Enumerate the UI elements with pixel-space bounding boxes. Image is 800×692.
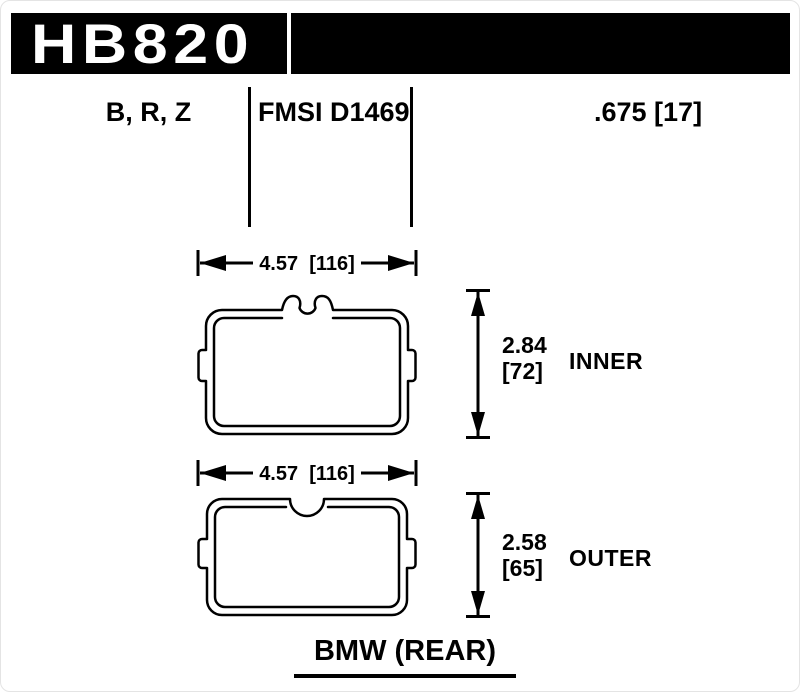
part-number: HB820	[31, 11, 255, 75]
inner-pad-height-mm: [72]	[502, 358, 543, 384]
outer-pad-height-inches: 2.58	[502, 529, 547, 555]
inner-pad-backing-outline	[197, 294, 417, 436]
outer-pad-height-mm: [65]	[502, 555, 543, 581]
inner-pad-height-dimension	[466, 289, 490, 439]
vehicle-application: BMW (REAR)	[294, 635, 516, 678]
arrow-down-icon	[471, 591, 485, 615]
compound-codes: B, R, Z	[105, 97, 192, 127]
inner-pad-height-inches: 2.84	[502, 332, 547, 358]
arrow-up-icon	[471, 495, 485, 519]
arrow-right-icon	[388, 255, 414, 271]
outer-pad-friction-outline	[213, 505, 401, 609]
inner-pad-height-value: 2.84 [72]	[502, 332, 547, 384]
outer-pad-label: OUTER	[569, 545, 652, 571]
arrow-up-icon	[471, 292, 485, 316]
outer-pad-backing-outline	[197, 497, 417, 617]
outer-pad-width-dimension: 4.57 [116]	[196, 458, 418, 488]
pad-thickness: .675 [17]	[594, 97, 703, 127]
arrow-down-icon	[471, 412, 485, 436]
column-divider-right	[410, 87, 413, 227]
outer-pad-height-dimension	[466, 492, 490, 618]
column-divider-left	[248, 87, 251, 227]
arrow-right-icon	[388, 465, 414, 481]
inner-pad-drawing	[197, 294, 417, 436]
topbar-divider-line	[287, 13, 291, 74]
outer-pad-drawing	[197, 497, 417, 617]
outer-pad-height-value: 2.58 [65]	[502, 529, 547, 581]
inner-pad-width-value: 4.57 [116]	[259, 253, 355, 275]
part-number-bar: HB820	[11, 13, 790, 74]
arrow-left-icon	[200, 255, 226, 271]
arrow-left-icon	[200, 465, 226, 481]
fmsi-number: FMSI D1469	[258, 97, 410, 127]
inner-pad-friction-outline	[212, 316, 402, 428]
outer-pad-width-value: 4.57 [116]	[259, 463, 355, 485]
inner-pad-label: INNER	[569, 348, 644, 374]
inner-pad-width-dimension: 4.57 [116]	[196, 248, 418, 278]
